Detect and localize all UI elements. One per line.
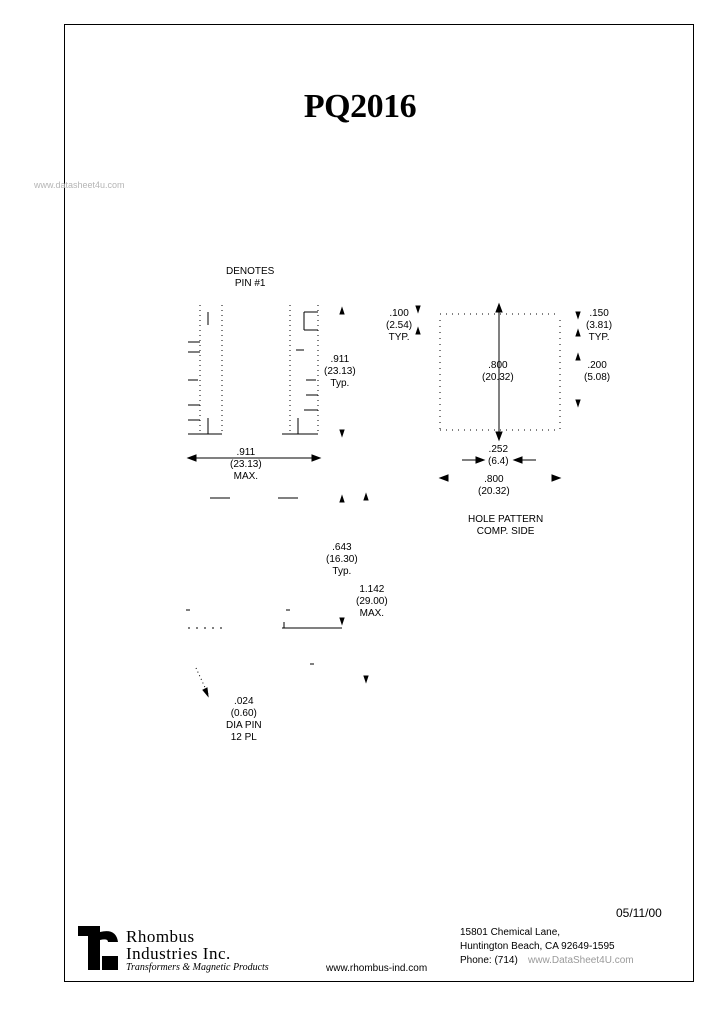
dimension-252 — [462, 456, 536, 464]
dimension-800-vertical — [495, 302, 503, 442]
arrow-100-bottom — [415, 326, 421, 335]
arrow-150-bottom — [575, 328, 581, 337]
arrow-200-top — [575, 352, 581, 361]
label-252: .252(6.4) — [488, 444, 509, 467]
website-link[interactable]: www.rhombus-ind.com — [326, 963, 428, 974]
label-643-typ: .643(16.30)Typ. — [326, 542, 358, 577]
component-outline-left — [199, 305, 223, 435]
label-911-typ: .911(23.13)Typ. — [324, 354, 356, 389]
arrow-911-bottom — [339, 429, 345, 438]
address-line1: 15801 Chemical Lane, — [460, 927, 561, 938]
hole-pattern-outline — [439, 313, 561, 431]
arrow-100-top — [415, 305, 421, 314]
phone-overlay-watermark: www.DataSheet4U.com — [528, 955, 634, 966]
drawing-frame — [64, 24, 694, 982]
company-name-line1: Rhombus — [126, 927, 195, 946]
label-911-max: .911(23.13)MAX. — [230, 447, 262, 482]
document-date: 05/11/00 — [616, 906, 662, 920]
side-view-top — [210, 492, 369, 503]
dimension-911-max — [186, 454, 322, 462]
company-tagline: Transformers & Magnetic Products — [126, 962, 269, 973]
component-pins-left — [188, 312, 222, 435]
arrow-800-left — [438, 474, 449, 482]
part-number-title: PQ2016 — [303, 88, 417, 125]
phone-line: Phone: (714) — [460, 955, 518, 966]
label-800-horizontal: .800(20.32) — [478, 474, 510, 497]
arrow-200-bottom — [575, 399, 581, 408]
company-name-line2: Industries Inc. — [126, 944, 231, 963]
side-view-bottom — [186, 609, 369, 684]
component-pins-right — [282, 311, 318, 435]
rhombus-logo-icon — [78, 926, 118, 970]
label-800-vertical: .800(20.32) — [482, 360, 514, 383]
arrow-150-top — [575, 311, 581, 320]
pin-diameter-leader — [195, 667, 209, 698]
arrow-911-top — [339, 306, 345, 315]
label-1142-max: 1.142(29.00)MAX. — [356, 584, 388, 619]
label-100-typ: .100(2.54)TYP. — [386, 308, 413, 343]
component-outline-right — [289, 305, 319, 435]
watermark-text: www.datasheet4u.com — [34, 180, 125, 190]
address-line2: Huntington Beach, CA 92649-1595 — [460, 941, 615, 952]
label-150-typ: .150(3.81)TYP. — [586, 308, 613, 343]
arrow-800-right — [551, 474, 562, 482]
label-200: .200(5.08) — [584, 360, 611, 383]
